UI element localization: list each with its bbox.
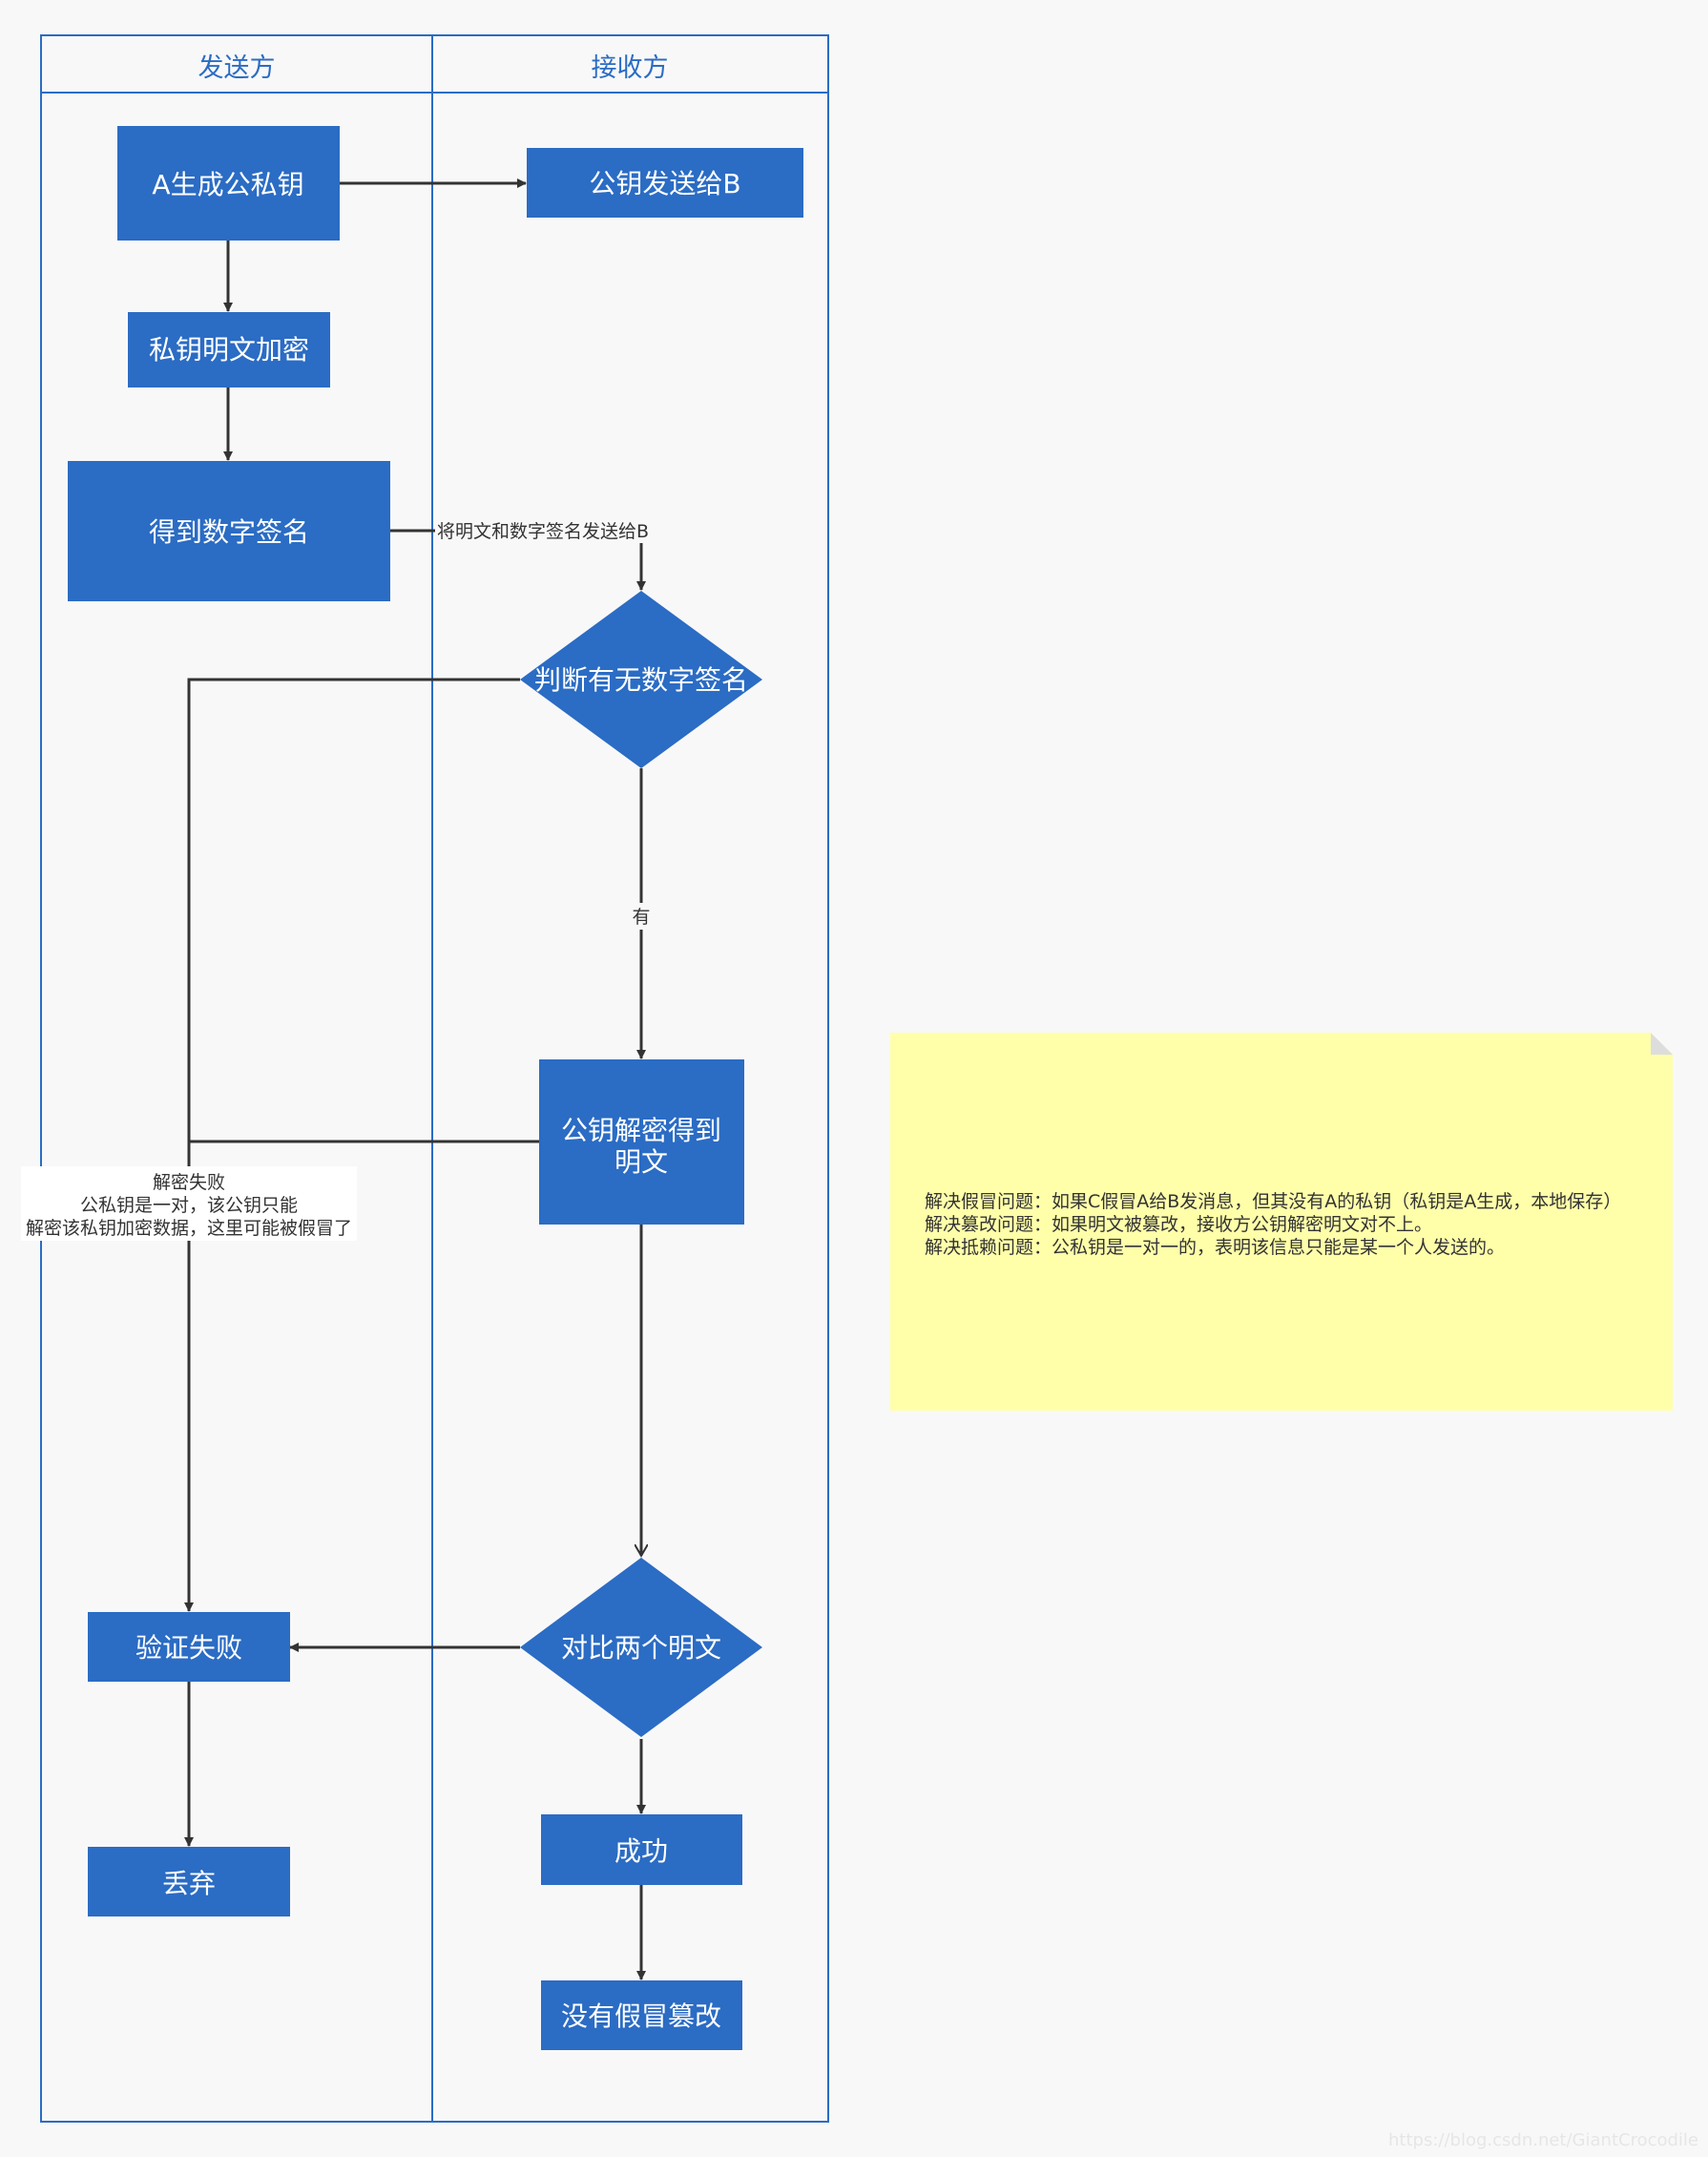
node-no-tamper-shape bbox=[541, 1980, 742, 2050]
sticky-note-line2: 解决篡改问题：如果明文被篡改，接收方公钥解密明文对不上。 bbox=[925, 1214, 1432, 1235]
node-gen-keys-label: A生成公私钥 bbox=[152, 169, 303, 200]
edge-label-send-to-b: 将明文和数字签名发送给B bbox=[437, 521, 649, 542]
node-get-signature[interactable]: 得到数字签名 bbox=[68, 461, 390, 601]
node-decrypt-public-label-line1: 公钥解密得到 bbox=[561, 1115, 721, 1146]
edge-label-has: 有 bbox=[632, 907, 650, 928]
edge-label-fail-line3: 解密该私钥加密数据，这里可能被假冒了 bbox=[26, 1218, 352, 1239]
node-compare-plaintext-label: 对比两个明文 bbox=[561, 1632, 721, 1664]
edge-label-fail-line2: 公私钥是一对，该公钥只能 bbox=[80, 1195, 298, 1216]
node-decrypt-public-shape bbox=[539, 1059, 744, 1225]
node-success-shape bbox=[541, 1814, 742, 1885]
node-encrypt-private[interactable]: 私钥明文加密 bbox=[128, 312, 330, 387]
node-verify-failed[interactable]: 验证失败 bbox=[88, 1612, 290, 1682]
node-no-tamper[interactable]: 没有假冒篡改 bbox=[541, 1980, 742, 2050]
node-no-tamper-label: 没有假冒篡改 bbox=[561, 2000, 721, 2032]
node-send-pubkey-label: 公钥发送给B bbox=[589, 168, 740, 199]
edge-label-fail-line1: 解密失败 bbox=[153, 1172, 225, 1193]
sticky-note-line1: 解决假冒问题：如果C假冒A给B发消息，但其没有A的私钥（私钥是A生成，本地保存） bbox=[925, 1191, 1621, 1212]
node-compare-plaintext-shape bbox=[520, 1558, 762, 1737]
swimlane-receiver bbox=[431, 34, 829, 2123]
swimlane-receiver-title: 接收方 bbox=[592, 53, 669, 83]
sticky-note-fold bbox=[1651, 1033, 1673, 1055]
node-get-signature-label: 得到数字签名 bbox=[149, 516, 309, 548]
edge-check-no-signature bbox=[184, 678, 520, 1612]
node-gen-keys[interactable]: A生成公私钥 bbox=[117, 126, 340, 241]
watermark: https://blog.csdn.net/GiantCrocodile bbox=[1388, 2130, 1698, 2150]
node-discard-shape bbox=[88, 1847, 290, 1916]
edge-labels: 将明文和数字签名发送给B 有 解密失败 公私钥是一对，该公钥只能 解密该私钥加密… bbox=[21, 518, 655, 1241]
edge-label-send-bg bbox=[435, 518, 655, 543]
sticky-note-body bbox=[890, 1033, 1673, 1411]
node-encrypt-private-shape bbox=[128, 312, 330, 387]
swimlane-container: 发送方 接收方 bbox=[40, 34, 829, 2123]
sticky-note-line3: 解决抵赖问题：公私钥是一对一的，表明该信息只能是某一个人发送的。 bbox=[925, 1237, 1505, 1258]
edge-label-has-bg bbox=[630, 903, 653, 930]
nodes: A生成公私钥 公钥发送给B 私钥明文加密 得到数字签名 判断有无数字签名 公钥解… bbox=[68, 126, 803, 2050]
node-check-signature-label: 判断有无数字签名 bbox=[534, 664, 748, 696]
node-success-label: 成功 bbox=[614, 1835, 668, 1867]
node-encrypt-private-label: 私钥明文加密 bbox=[149, 334, 309, 366]
node-get-signature-shape bbox=[68, 461, 390, 601]
node-verify-failed-shape bbox=[88, 1612, 290, 1682]
swimlane-sender-title: 发送方 bbox=[198, 53, 276, 83]
node-check-signature-shape bbox=[520, 591, 762, 768]
node-success[interactable]: 成功 bbox=[541, 1814, 742, 1885]
node-verify-failed-label: 验证失败 bbox=[135, 1632, 242, 1664]
node-discard-label: 丢弃 bbox=[162, 1868, 216, 1899]
sticky-note[interactable]: 解决假冒问题：如果C假冒A给B发消息，但其没有A的私钥（私钥是A生成，本地保存）… bbox=[890, 1033, 1673, 1411]
edge-label-fail-bg bbox=[21, 1166, 357, 1241]
node-gen-keys-shape bbox=[117, 126, 340, 241]
node-compare-plaintext[interactable]: 对比两个明文 bbox=[520, 1558, 762, 1737]
node-send-pubkey[interactable]: 公钥发送给B bbox=[527, 148, 803, 218]
node-discard[interactable]: 丢弃 bbox=[88, 1847, 290, 1916]
node-decrypt-public[interactable]: 公钥解密得到 明文 bbox=[539, 1059, 744, 1225]
node-send-pubkey-shape bbox=[527, 148, 803, 218]
node-check-signature[interactable]: 判断有无数字签名 bbox=[520, 591, 762, 768]
node-decrypt-public-label-line2: 明文 bbox=[614, 1146, 668, 1178]
